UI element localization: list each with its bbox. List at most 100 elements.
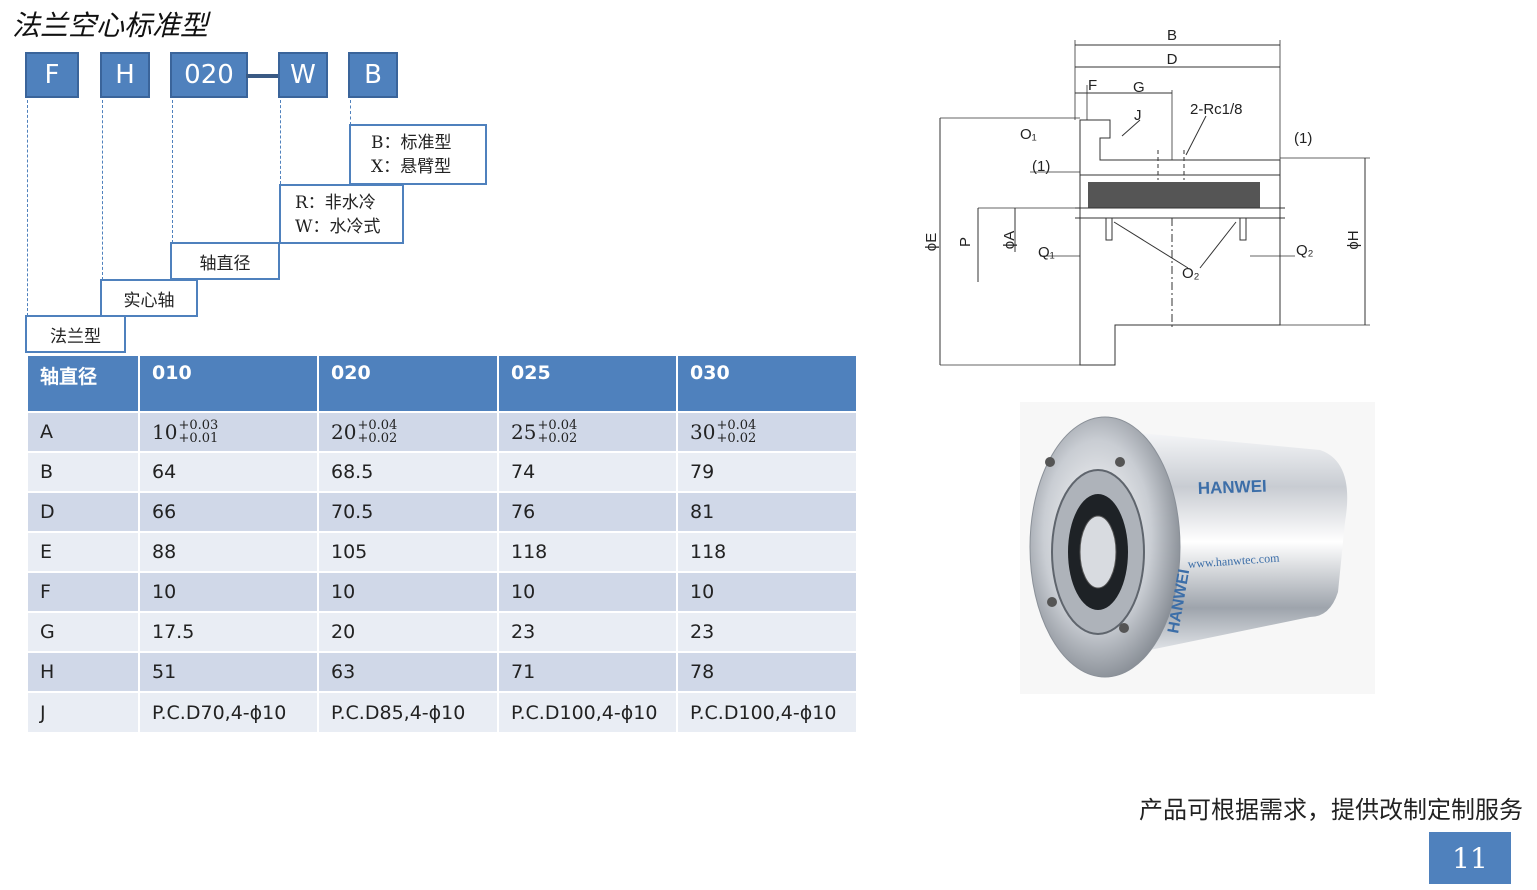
leader-o2-left [1113,221,1189,269]
table-cell: 79 [677,451,858,492]
table-header-row: 轴直径 010 020 025 030 [28,356,858,412]
tolerance-cell: 10+0.03+0.01 [139,411,319,452]
label-f: F [1088,77,1097,94]
table-cell: 105 [318,531,499,572]
table-cell: P.C.D100,4-ϕ10 [677,691,858,732]
row-label: B [28,451,140,492]
table-cell: 66 [139,491,319,532]
table-cell: 10 [139,571,319,612]
type-description-box: B：标准型 X：悬臂型 [349,124,487,185]
cylinder-body [1130,432,1348,652]
label-rc: 2-Rc1/8 [1190,101,1243,118]
label-g: G [1133,79,1145,96]
website-text: www.hanwtec.com [1187,551,1280,571]
table-row-g: G 17.5 20 23 23 [28,611,858,652]
table-cell: P.C.D70,4-ϕ10 [139,691,319,732]
tolerance-cell: 25+0.04+0.02 [498,411,678,452]
mounting-hole-3 [1047,597,1057,607]
table-cell: 76 [498,491,678,532]
label-q2: Q₂ [1296,242,1314,259]
label-one-right: (1) [1294,130,1312,147]
flange-type-box: 法兰型 [25,315,126,353]
label-q1: Q₁ [1038,244,1055,261]
table-cell: 118 [677,531,858,572]
table-cell: 118 [498,531,678,572]
table-cell: 10 [498,571,678,612]
page-title: 法兰空心标准型 [12,9,209,42]
row-label: A [28,411,140,452]
table-cell: 81 [677,491,858,532]
label-phi-e: ϕE [923,233,940,251]
brand-side-text: HANWEI [1197,477,1267,498]
label-one-left: (1) [1032,158,1050,175]
table-cell: 74 [498,451,678,492]
table-cell: 64 [139,451,319,492]
table-row-b: B 64 68.5 74 79 [28,451,858,492]
table-row-a: A 10+0.03+0.01 20+0.04+0.02 25+0.04+0.02… [28,411,858,452]
row-label: G [28,611,140,652]
table-cell: 10 [677,571,858,612]
code-segment-flange: F [25,52,79,98]
cooling-description-box: R：非水冷 W：水冷式 [279,184,404,244]
technical-drawing: B D F G J 2-Rc1/8 O₁ (1) (1) ϕE P ϕA Q₁ … [923,27,1370,366]
leader-rc [1185,115,1207,156]
table-cell: P.C.D100,4-ϕ10 [498,691,678,732]
mounting-hole-1 [1045,457,1055,467]
table-cell: 70.5 [318,491,499,532]
code-segment-diameter: 020 [170,52,248,98]
product-photo: HANWEI www.hanwtec.com HANWEI [1020,402,1375,694]
row-label: F [28,571,140,612]
table-cell: 68.5 [318,451,499,492]
table-cell: 10 [318,571,499,612]
code-segment-cooling: W [278,52,328,98]
label-j: J [1134,107,1142,124]
oring-groove-left [1105,217,1113,241]
label-o2: O₂ [1182,265,1200,282]
label-phi-a: ϕA [1001,231,1018,249]
row-label: E [28,531,140,572]
table-row-d: D 66 70.5 76 81 [28,491,858,532]
table-row-h: H 51 63 71 78 [28,651,858,692]
table-cell: 71 [498,651,678,692]
table-cell: 88 [139,531,319,572]
table-cell: 20 [318,611,499,652]
table-cell: 63 [318,651,499,692]
guide-line-cooling [280,100,281,184]
cooling-w-label: W：水冷式 [295,217,381,237]
cooling-r-label: R：非水冷 [295,193,376,213]
mounting-hole-2 [1115,457,1125,467]
table-cell: 23 [677,611,858,652]
body-shaded-band [1088,182,1260,208]
label-o1: O₁ [1020,126,1037,143]
table-cell: P.C.D85,4-ϕ10 [318,691,499,732]
header-shaft-diameter: 轴直径 [28,356,140,412]
table-cell: 78 [677,651,858,692]
table-cell: 23 [498,611,678,652]
solid-shaft-box: 实心轴 [100,279,198,317]
mounting-hole-4 [1119,623,1129,633]
label-b: B [1167,27,1177,44]
table-row-j: J P.C.D70,4-ϕ10 P.C.D85,4-ϕ10 P.C.D100,4… [28,691,858,732]
tolerance-cell: 30+0.04+0.02 [677,411,858,452]
guide-line-solid [102,100,103,280]
code-segment-solid: H [100,52,150,98]
guide-line-flange [27,100,28,316]
header-010: 010 [139,356,319,412]
leader-j [1121,119,1141,137]
table-row-f: F 10 10 10 10 [28,571,858,612]
code-segment-type: B [348,52,398,98]
header-020: 020 [318,356,499,412]
page-number: 11 [1429,832,1511,884]
type-x-label: X：悬臂型 [371,157,452,177]
code-link-bar [246,74,286,78]
type-b-label: B：标准型 [371,133,452,153]
spec-table: 轴直径 010 020 025 030 A 10+0.03+0.01 20+0.… [28,356,858,732]
body-outline [1079,119,1281,366]
row-label: D [28,491,140,532]
header-030: 030 [677,356,858,412]
table-row-e: E 88 105 118 118 [28,531,858,572]
label-d: D [1167,51,1178,68]
label-p: P [957,237,974,247]
row-label: H [28,651,140,692]
tolerance-cell: 20+0.04+0.02 [318,411,499,452]
